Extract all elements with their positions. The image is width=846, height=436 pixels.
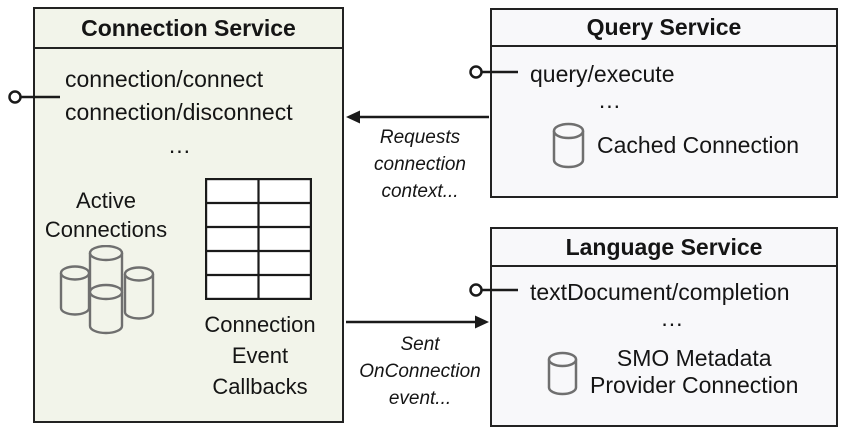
method-textdocument-completion: textDocument/completion xyxy=(530,279,790,305)
smo-metadata-label: SMO Metadata Provider Connection xyxy=(590,345,799,398)
language-service-title: Language Service xyxy=(492,229,836,267)
connection-event-callbacks-label: Connection Event Callbacks xyxy=(204,312,316,399)
methods-ellipsis: ... xyxy=(598,87,622,113)
language-service-methods: textDocument/completion ... xyxy=(530,279,815,331)
methods-ellipsis: ... xyxy=(168,132,192,158)
active-connections-label: Active Connections xyxy=(44,188,168,242)
database-cluster-icon xyxy=(59,245,155,335)
callbacks-table-icon xyxy=(205,178,312,300)
cached-connection-label: Cached Connection xyxy=(597,132,800,158)
query-service-title: Query Service xyxy=(492,10,836,47)
connection-service-title: Connection Service xyxy=(35,9,342,49)
method-connection-disconnect: connection/disconnect xyxy=(65,99,293,125)
database-icon xyxy=(552,122,585,169)
method-query-execute: query/execute xyxy=(530,61,675,87)
requests-connection-context-label: Requests connection context... xyxy=(374,127,466,202)
connection-service-box: Connection Service connection/connect co… xyxy=(33,7,344,423)
database-icon xyxy=(547,351,578,396)
smo-metadata-row: SMO Metadata Provider Connection xyxy=(547,345,798,399)
cached-connection-row: Cached Connection xyxy=(552,122,799,170)
query-service-box: Query Service query/execute ... Cached C… xyxy=(490,8,838,198)
language-service-box: Language Service textDocument/completion… xyxy=(490,227,838,427)
methods-ellipsis: ... xyxy=(661,305,684,331)
query-service-methods: query/execute ... xyxy=(530,61,690,113)
method-connection-connect: connection/connect xyxy=(65,66,264,92)
connection-service-methods: connection/connect connection/disconnect… xyxy=(65,63,295,162)
requests-connection-context-arrow xyxy=(346,110,489,124)
sent-onconnection-event-arrow xyxy=(346,315,489,329)
sent-onconnection-event-label: Sent OnConnection event... xyxy=(359,334,481,409)
